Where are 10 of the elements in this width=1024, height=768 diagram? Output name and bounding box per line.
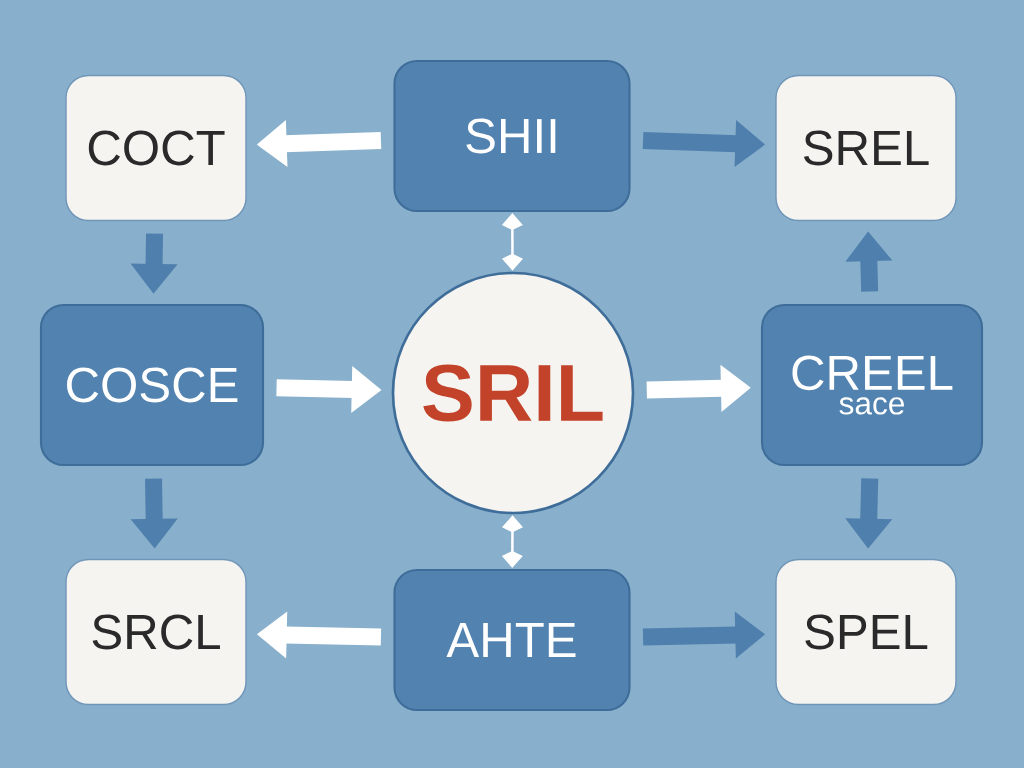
arrow — [501, 515, 523, 568]
process-box: SHII — [393, 59, 631, 213]
process-box: AHTE — [393, 568, 631, 712]
arrow — [501, 213, 523, 271]
process-box: CREEL sace — [760, 303, 984, 467]
process-box: COCT — [65, 74, 247, 222]
process-box: SPEL — [775, 558, 957, 706]
process-box: SRCL — [65, 558, 247, 706]
process-box: COSCE — [39, 303, 265, 467]
process-box: SREL — [775, 74, 957, 222]
